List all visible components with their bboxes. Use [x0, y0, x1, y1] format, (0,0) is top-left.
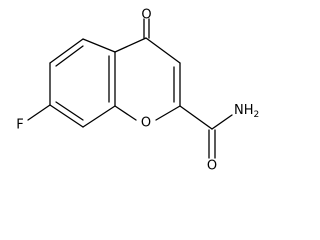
bond-c7-f	[27, 104, 51, 121]
amide-h-subscript: 2	[254, 110, 260, 120]
carbonyl-group	[143, 18, 150, 39]
bond-c5-c6-inner	[55, 45, 84, 67]
bond-c4-c3	[145, 37, 181, 64]
amide-oxygen-label: O	[207, 159, 217, 174]
bond-camide-n	[211, 114, 233, 130]
pyranone-ring	[114, 37, 181, 121]
carboxamide-group	[179, 105, 233, 159]
carbonyl-oxygen-label: O	[141, 8, 151, 23]
bond-o1-c8a	[114, 105, 137, 121]
benzene-ring	[49, 38, 116, 128]
bond-c8-c8a	[82, 105, 116, 128]
bond-c4a-c4	[114, 37, 147, 53]
bond-c2-camide	[179, 105, 213, 130]
bond-c4a-c5	[82, 38, 116, 53]
amide-nitrogen-label: NH2	[234, 103, 259, 120]
amide-nh-text: NH	[234, 103, 254, 118]
bond-c7-c8-inner	[55, 101, 84, 121]
bond-c7-c8	[49, 104, 84, 128]
ring-oxygen-label: O	[141, 116, 151, 131]
chemical-structure-diagram: O O F O NH2	[16, 8, 259, 174]
bond-c5-c6	[49, 38, 84, 64]
bond-c2-o1	[155, 105, 181, 121]
fluorine-label: F	[16, 118, 23, 133]
